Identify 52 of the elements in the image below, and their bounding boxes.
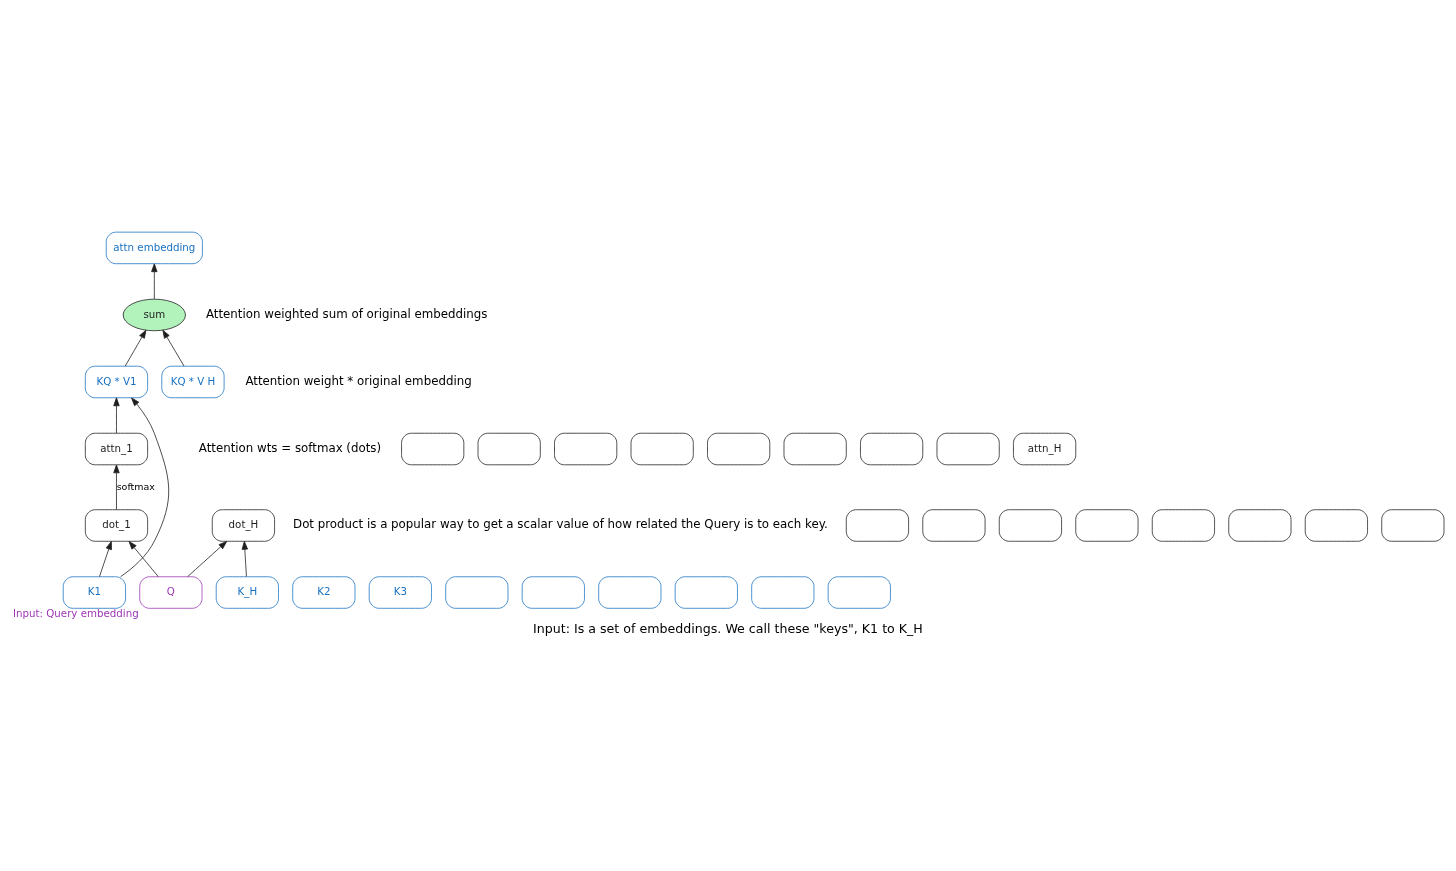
arrow	[187, 540, 228, 577]
arrow	[113, 464, 120, 510]
node-box	[554, 432, 618, 465]
label: Attention wts = softmax (dots)	[198, 440, 382, 455]
node-box: KQ * V H	[161, 365, 225, 398]
node-box	[922, 508, 986, 542]
node-box	[1381, 508, 1445, 542]
node-box	[630, 432, 694, 465]
node-box: K1	[62, 575, 126, 609]
node-box	[783, 432, 847, 465]
node-box	[860, 432, 924, 465]
node-box	[1228, 508, 1292, 542]
node-box: attn_H	[1013, 432, 1077, 465]
arrow	[128, 540, 159, 577]
arrow	[151, 262, 158, 299]
node-box	[401, 432, 465, 465]
arrow	[124, 329, 147, 366]
node-box: K3	[368, 575, 432, 609]
node-box: dot_1	[84, 508, 148, 542]
node-box: KQ * V1	[84, 365, 148, 398]
node-box	[1075, 508, 1139, 542]
node-ellipse: sum	[122, 298, 186, 331]
node-box	[998, 508, 1062, 542]
arrow	[113, 396, 120, 433]
node-box	[674, 575, 738, 609]
node-box	[827, 575, 891, 609]
node-box: attn_1	[84, 432, 148, 465]
caption: Input: Is a set of embeddings. We call these "keys", K1 to K_H	[533, 620, 923, 636]
node-box	[845, 508, 909, 542]
node-box	[936, 432, 1000, 465]
node-box	[751, 575, 815, 609]
arrow	[120, 397, 170, 577]
node-box: K_H	[215, 575, 279, 609]
arrow	[241, 540, 248, 577]
label: Attention weighted sum of original embeddings	[205, 306, 488, 321]
node-box	[521, 575, 585, 609]
node-box	[445, 575, 509, 609]
node-box	[1151, 508, 1215, 542]
node-box	[477, 432, 541, 465]
node-label: Input: Query embedding	[13, 606, 139, 618]
label: Dot product is a popular way to get a scalar value of how related the Query is to each key.	[293, 516, 828, 531]
edge-label: softmax	[116, 480, 155, 492]
arrow	[99, 540, 112, 577]
arrow	[162, 329, 185, 366]
node-box	[707, 432, 771, 465]
node-box: dot_H	[211, 508, 275, 542]
node-box: attn embedding	[105, 231, 203, 264]
label: Attention weight * original embedding	[245, 373, 472, 388]
node-box	[598, 575, 662, 609]
node-box: K2	[292, 575, 356, 609]
node-box	[1304, 508, 1368, 542]
node-box: Q	[139, 575, 203, 609]
